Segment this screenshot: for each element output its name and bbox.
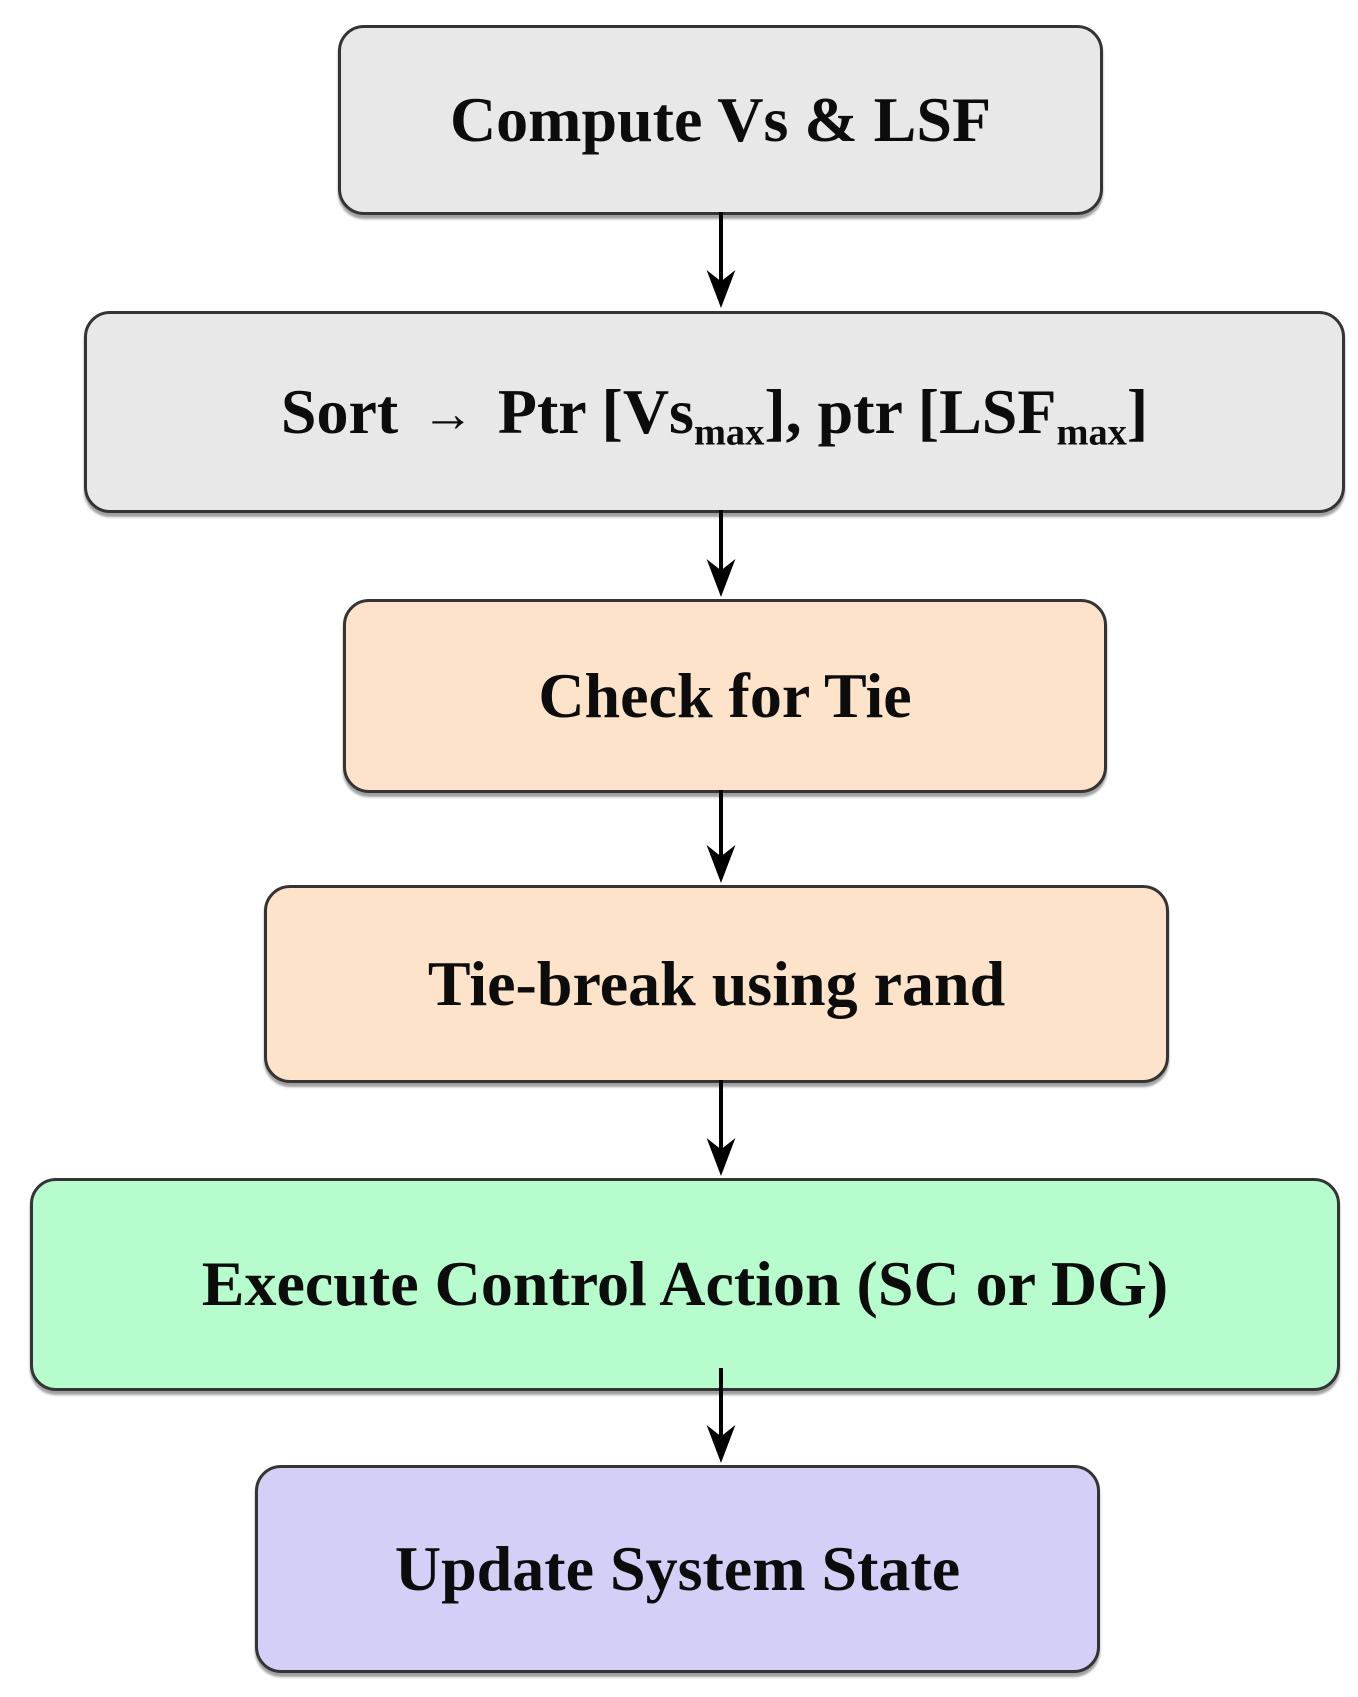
down-arrow-4 [706,1080,736,1176]
node-tie-break-label: Tie-break using rand [427,947,1006,1019]
node-sort: Sort→Ptr [Vsmax], ptr [LSFmax] [84,311,1345,513]
sort-label-subscript-2: max [1056,411,1127,454]
down-arrow-1 [706,212,736,308]
down-arrow-5-shaft [719,1368,723,1449]
node-compute-vs-lsf: Compute Vs & LSF [338,25,1103,215]
sort-label-part4: ] [1126,375,1149,447]
down-arrow-2-shaft [719,510,723,583]
sort-label-part1: Sort [280,375,399,447]
node-update-system-state-label: Update System State [394,1532,961,1604]
node-check-for-tie-label: Check for Tie [538,659,912,731]
sort-label-part2: Ptr [Vs [497,375,694,447]
node-compute-vs-lsf-label: Compute Vs & LSF [449,83,992,155]
down-arrow-3-shaft [719,790,723,869]
sort-label-part3: ], ptr [LSF [764,375,1057,447]
down-arrow-5 [706,1368,736,1463]
node-execute-control-action-label: Execute Control Action (SC or DG) [201,1248,1169,1320]
down-arrow-2 [706,510,736,597]
down-arrow-4-shaft [719,1080,723,1162]
right-arrow-icon: → [421,384,475,443]
down-arrow-1-shaft [719,212,723,294]
node-tie-break: Tie-break using rand [264,885,1169,1083]
node-execute-control-action: Execute Control Action (SC or DG) [30,1178,1340,1391]
node-update-system-state: Update System State [255,1465,1100,1673]
down-arrow-3 [706,790,736,883]
sort-label-subscript-1: max [693,411,765,454]
node-sort-label: Sort→Ptr [Vsmax], ptr [LSFmax] [280,375,1149,451]
node-check-for-tie: Check for Tie [343,599,1107,793]
